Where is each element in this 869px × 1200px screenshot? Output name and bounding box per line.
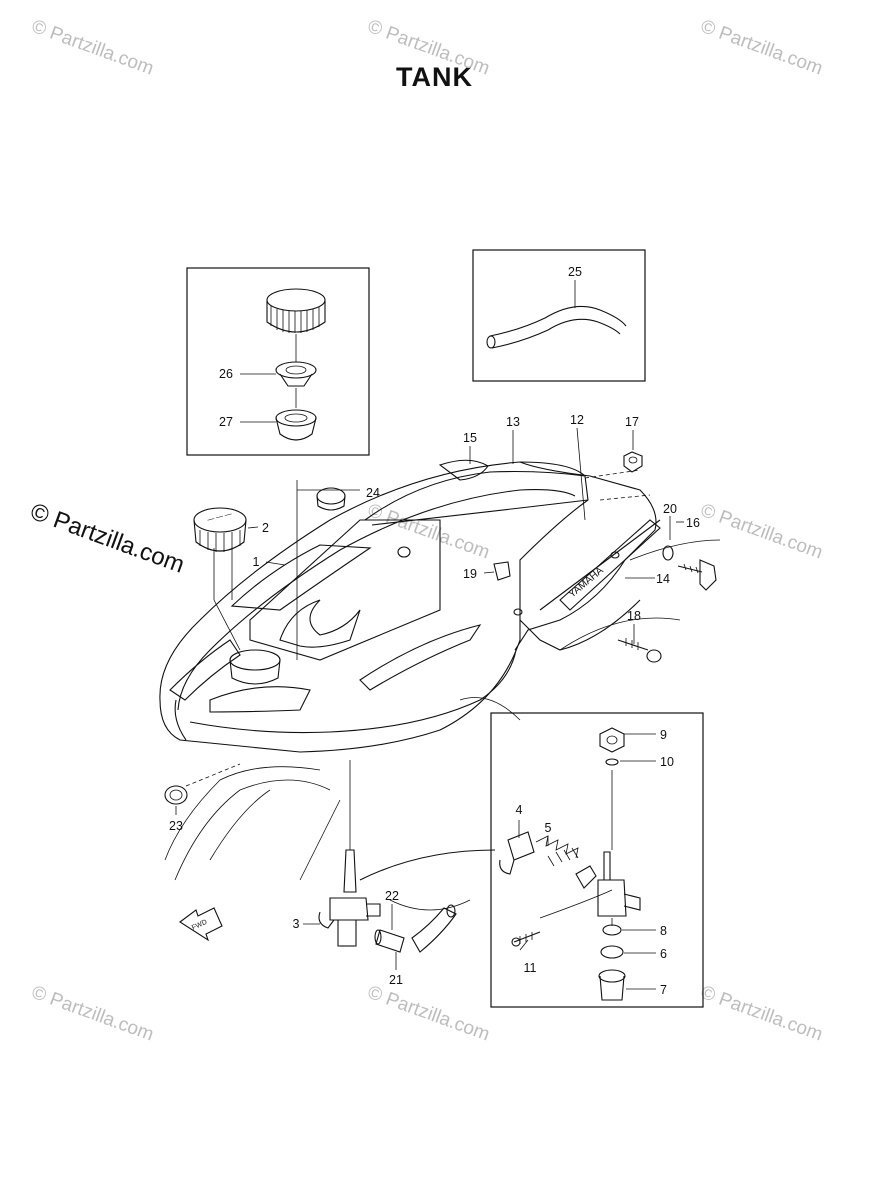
grommet <box>164 785 188 805</box>
clip <box>493 561 511 581</box>
fuel-cap-detail <box>240 288 326 441</box>
fuel-tank-body <box>159 459 661 753</box>
breather-hose <box>486 280 627 349</box>
callout-label[interactable]: 7 <box>660 983 667 997</box>
fuel-cock-exploded <box>499 727 641 1001</box>
diagram-title: TANK <box>396 62 473 92</box>
callout-label[interactable]: 1 <box>253 555 260 569</box>
callout-label[interactable]: 18 <box>627 609 641 623</box>
callout-label[interactable]: 13 <box>506 415 520 429</box>
callout-label[interactable]: 4 <box>516 803 523 817</box>
callout-label[interactable]: 8 <box>660 924 667 938</box>
washer <box>662 545 674 561</box>
callout-label[interactable]: 12 <box>570 413 584 427</box>
callout-label[interactable]: 9 <box>660 728 667 742</box>
callout-label[interactable]: 23 <box>169 819 183 833</box>
callout-label[interactable]: 24 <box>366 486 380 500</box>
callout-label[interactable]: 17 <box>625 415 639 429</box>
hose-inset-box <box>472 249 646 382</box>
nut <box>623 451 643 473</box>
plug-cap <box>316 487 346 511</box>
callout-label[interactable]: 5 <box>545 821 552 835</box>
fuel-cap-inset-box <box>186 267 370 456</box>
callout-label[interactable]: 16 <box>686 516 700 530</box>
callout-label[interactable]: 27 <box>219 415 233 429</box>
yamaha-decal: YAMAHA <box>559 519 661 611</box>
callout-label[interactable]: 19 <box>463 567 477 581</box>
knob-bolt <box>677 559 717 591</box>
svg-text:— — —: — — — <box>207 511 233 524</box>
fuel-filler-cap: — — — <box>193 507 247 552</box>
fuel-cock-inset-box <box>490 712 704 1008</box>
callout-label[interactable]: 2 <box>262 521 269 535</box>
callout-label[interactable]: 6 <box>660 947 667 961</box>
bolt <box>617 638 662 663</box>
hull-outline <box>164 539 721 911</box>
joint-and-hose <box>374 904 457 953</box>
callout-label[interactable]: 3 <box>293 917 300 931</box>
fuel-cock-assembly <box>318 760 496 947</box>
callout-label[interactable]: 11 <box>524 961 537 975</box>
callout-label[interactable]: 26 <box>219 367 233 381</box>
callout-label[interactable]: 10 <box>660 755 674 769</box>
callout-label[interactable]: 22 <box>385 889 399 903</box>
fwd-arrow-icon: FWD <box>179 907 223 942</box>
callout-label[interactable]: 20 <box>663 502 677 516</box>
callout-label[interactable]: 15 <box>463 431 477 445</box>
callout-label[interactable]: 25 <box>568 265 582 279</box>
callout-label[interactable]: 14 <box>656 572 670 586</box>
callout-label[interactable]: 21 <box>389 973 403 987</box>
callout-labels: 1 2 3 4 5 6 7 8 9 10 11 12 13 14 15 16 1… <box>169 265 700 997</box>
fwd-label: FWD <box>191 919 208 932</box>
leader-lines <box>175 427 684 990</box>
